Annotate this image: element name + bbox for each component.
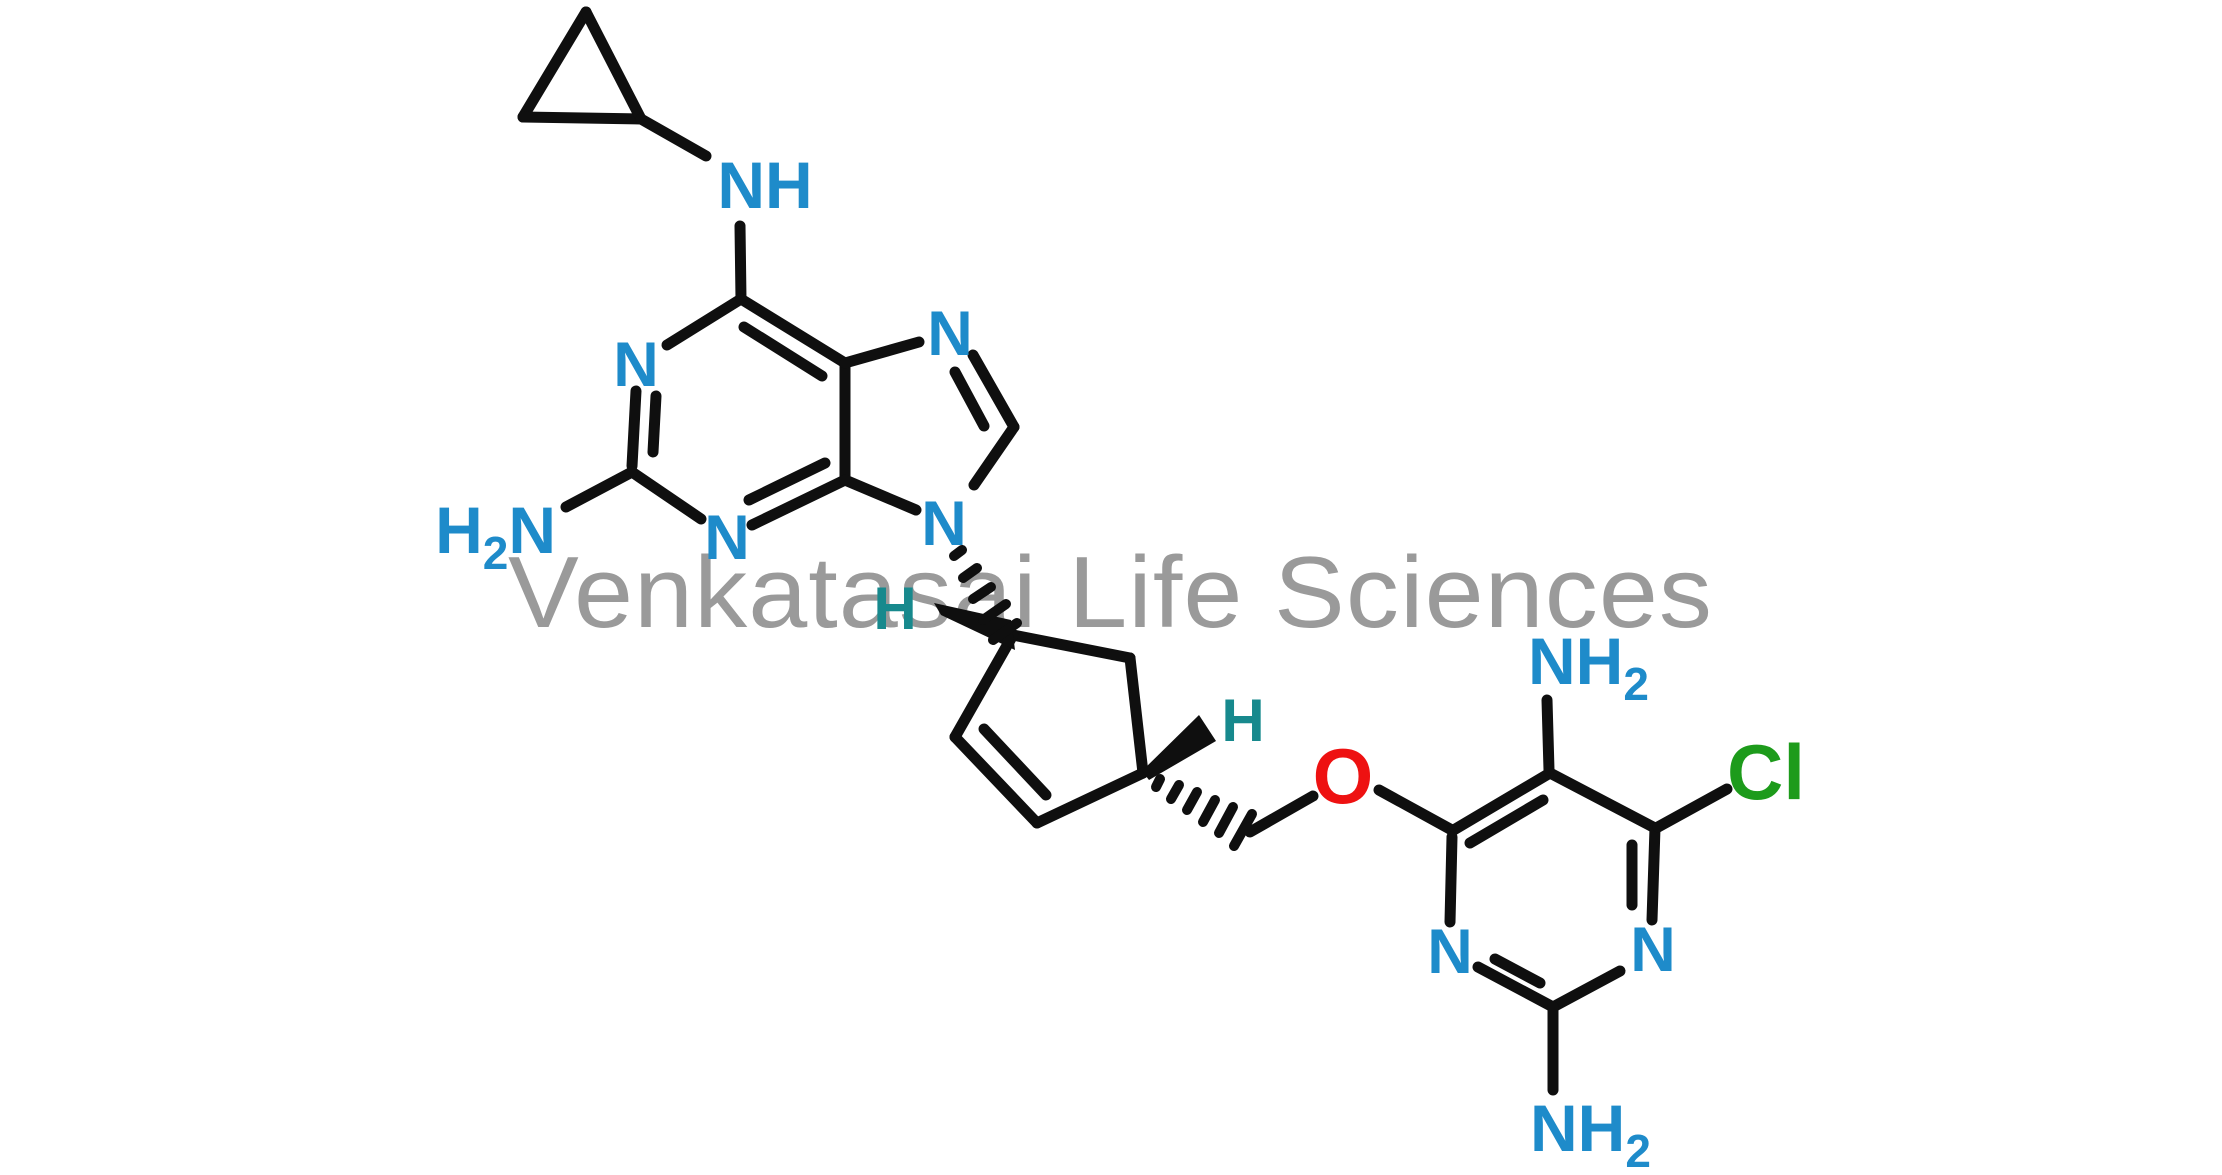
purine-n9-label: N (921, 489, 967, 559)
purine-n7-label: N (927, 299, 973, 369)
bond (626, 385, 642, 472)
stereo-hash-bond (1166, 780, 1184, 804)
stereo-hydrogen-c4-label: H (1221, 687, 1264, 754)
bond (735, 293, 851, 369)
bond (661, 293, 747, 351)
cyclopropylamine-nh-label: NH (717, 148, 812, 222)
bond (1244, 790, 1319, 838)
bond (968, 421, 1020, 491)
stereo-hash-bond (968, 582, 996, 604)
bond (839, 336, 925, 369)
bond-double-inner (1489, 953, 1546, 989)
amino-h2n-label: H2N (435, 493, 556, 579)
bond-double-inner (743, 457, 831, 506)
h2n-subscript: 2 (483, 527, 509, 579)
bond-double-inner (949, 366, 990, 432)
bond (1646, 822, 1661, 926)
purine-n1-label: N (613, 330, 659, 400)
bond (1472, 961, 1559, 1013)
pyrimidine-n1-label: N (1427, 917, 1473, 987)
stereo-hash-bond (1151, 774, 1165, 792)
bond (949, 731, 1043, 829)
bond (1373, 784, 1456, 835)
bond (734, 220, 747, 305)
bond (1031, 767, 1149, 829)
bond (560, 466, 638, 513)
stereo-hash-bond (978, 599, 1011, 625)
bond (967, 349, 1020, 433)
stereo-hash-bond (1182, 787, 1202, 815)
stereo-hash-bond (1198, 795, 1220, 827)
ether-oxygen-label: O (1313, 732, 1374, 820)
bond (949, 629, 1019, 743)
hash-layer (949, 545, 1257, 851)
stereo-hash-bond (949, 545, 967, 561)
pyrimidine-nh2-top-label: NH2 (1528, 624, 1649, 710)
stereo-hash-bond (1229, 809, 1257, 851)
bond (1444, 831, 1458, 928)
bond-double-inner (647, 390, 662, 458)
chlorine-label: Cl (1727, 728, 1805, 816)
bond (746, 474, 851, 531)
bond (635, 113, 712, 162)
bond (1652, 783, 1733, 833)
bond (626, 466, 707, 525)
bond (1541, 694, 1555, 776)
nh2-top-subscript: 2 (1623, 658, 1649, 710)
nh2-bottom-subscript: 2 (1625, 1125, 1651, 1175)
bond (1446, 767, 1556, 837)
bond-double-inner (738, 321, 828, 382)
nh2-bottom-nh: NH (1530, 1091, 1625, 1165)
bond (839, 474, 922, 516)
stereo-hash-bond (988, 618, 1022, 645)
stereo-hash-bond (1214, 802, 1238, 838)
watermark-text: Venkatasai Life Sciences (508, 537, 1713, 649)
bond (517, 6, 592, 123)
pyrimidine-nh2-bottom-label: NH2 (1530, 1091, 1651, 1175)
stereo-hydrogen-c1-label: H (873, 575, 916, 642)
atom-label-layer: NH N N N N H2N H H O NH2 Cl N N NH2 (435, 148, 1805, 1175)
bond (517, 111, 647, 125)
bond-double-inner (978, 723, 1052, 801)
stereo-wedge-bond (1142, 715, 1216, 780)
bond (580, 6, 647, 125)
pyrimidine-n3-label: N (1630, 915, 1676, 985)
h2n-h: H (435, 493, 483, 567)
bond (1547, 965, 1626, 1013)
bond (1007, 629, 1136, 664)
h2n-n: N (508, 493, 556, 567)
bond (1124, 652, 1149, 779)
purine-n3-label: N (704, 503, 750, 573)
bond (1544, 767, 1661, 834)
bond-double-inner (1464, 794, 1549, 849)
stereo-hash-bond (958, 563, 982, 583)
nh2-top-nh: NH (1528, 624, 1623, 698)
bond-layer (517, 6, 1733, 1096)
